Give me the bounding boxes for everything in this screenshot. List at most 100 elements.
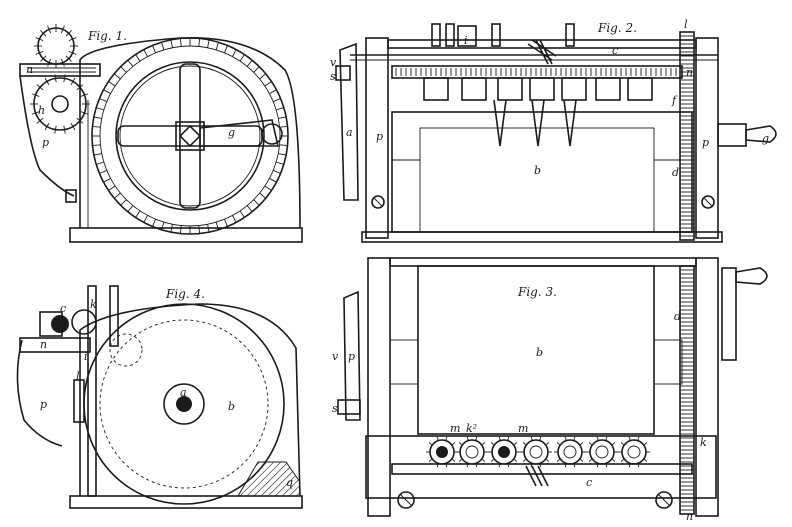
fig1-gear-rim-inner [119, 65, 261, 207]
fig1-rail-lines [28, 67, 96, 73]
fig2-label-v: v [330, 56, 337, 69]
fig1-label-n: n [26, 63, 33, 76]
gear-tooth [475, 436, 478, 441]
gear-tooth [47, 25, 52, 34]
fig2-side-plate [339, 42, 359, 201]
fig2-top-bar [387, 39, 697, 49]
gear-tooth [279, 125, 288, 128]
gear-tooth [108, 81, 116, 87]
fig1-housing [79, 36, 301, 229]
fig2-needle-1 [493, 99, 507, 147]
fig2-coil [527, 39, 557, 65]
fig3-label-m2: m [518, 422, 528, 435]
fig3-label-c: c [586, 476, 592, 489]
fig3-gear-d-teeth [680, 269, 694, 511]
row-gear [589, 439, 615, 465]
figure-3: Fig. 3. b d c k m m k² n s v [332, 257, 768, 523]
gear-tooth [458, 458, 463, 462]
fig4-label-b: b [228, 400, 235, 413]
fig4-title: Fig. 4. [165, 287, 205, 301]
fig2-side-knob [335, 65, 351, 81]
gear-tooth [179, 225, 182, 234]
fig4-axle [176, 396, 192, 412]
fig2-post-1 [431, 23, 441, 47]
fig2-bolt-left [371, 195, 385, 209]
gear-tooth [207, 39, 210, 48]
gear-tooth [161, 221, 165, 230]
gear-tooth [605, 436, 608, 441]
gear-tooth [120, 66, 127, 73]
gear-tooth [579, 442, 584, 446]
gear-tooth [92, 125, 101, 128]
fig2-label-p-right: p [702, 136, 709, 149]
gear-tooth [269, 178, 277, 183]
gear-tooth [65, 30, 72, 37]
gear-tooth [579, 458, 584, 462]
gear-tooth [232, 49, 237, 57]
gear-tooth [224, 45, 228, 54]
gear-tooth [135, 54, 141, 62]
gear-tooth [215, 42, 219, 51]
gear-tooth [596, 463, 599, 468]
figure-4: Fig. 4. a b c k n l p q i [16, 285, 303, 509]
gear-tooth [507, 463, 510, 468]
fig2-title: Fig. 2. [597, 21, 637, 35]
row-gear-hub [465, 445, 479, 459]
gear-tooth [588, 458, 593, 462]
gear-tooth [127, 205, 134, 213]
fig4-roller [51, 315, 69, 333]
gear-tooth [246, 59, 253, 67]
gear-tooth [120, 199, 127, 206]
fig2-label-i: i [464, 34, 468, 47]
fig3-label-b: b [536, 346, 543, 359]
gear-tooth [35, 37, 44, 42]
gear-tooth [60, 25, 65, 34]
fig1-spoke-vertical [179, 63, 201, 209]
gear-tooth [31, 93, 40, 97]
fig2-handle-hub [717, 123, 747, 147]
gear-tooth [490, 458, 495, 462]
fig2-type-heads [423, 77, 653, 101]
fig4-label-c: c [60, 302, 66, 315]
gear-tooth [103, 89, 111, 94]
fig3-coil [525, 465, 549, 487]
gear-tooth [253, 66, 260, 73]
gear-tooth [198, 225, 201, 234]
gear-tooth [143, 215, 148, 223]
fig3-side-plate [343, 290, 361, 421]
fig3-bolt-left-slot [399, 493, 413, 507]
fig3-gear-row [426, 436, 650, 468]
gear-tooth [44, 77, 50, 86]
gear-tooth [253, 199, 260, 206]
gear-tooth [198, 38, 201, 47]
fig4-label-l: l [76, 370, 80, 383]
fig2-post-3 [457, 25, 477, 47]
gear-tooth [63, 125, 66, 134]
gear-tooth [588, 442, 593, 446]
gear-tooth [35, 50, 44, 55]
gear-tooth [620, 442, 625, 446]
gear-tooth [498, 463, 501, 468]
gear-tooth [80, 111, 89, 115]
gear-tooth [278, 153, 287, 156]
type-head [561, 77, 587, 101]
gear-tooth [458, 442, 463, 446]
gear-tooth [272, 98, 281, 102]
gear-tooth [40, 30, 47, 37]
fig2-label-n: n [686, 66, 693, 79]
type-head [423, 77, 449, 101]
gear-tooth [278, 116, 287, 119]
gear-tooth [466, 436, 469, 441]
fig4-drum-inner [99, 319, 269, 489]
fig4-label-q: q [286, 476, 293, 489]
fig1-square-shaft [178, 124, 202, 148]
fig2-label-g: g [762, 132, 769, 145]
fig4-upright-1 [87, 285, 97, 497]
gear-tooth [628, 436, 631, 441]
gear-tooth [76, 117, 84, 124]
fig4-housing [79, 303, 301, 497]
gear-tooth [68, 37, 77, 42]
gear-tooth [637, 463, 640, 468]
gear-tooth [556, 458, 561, 462]
